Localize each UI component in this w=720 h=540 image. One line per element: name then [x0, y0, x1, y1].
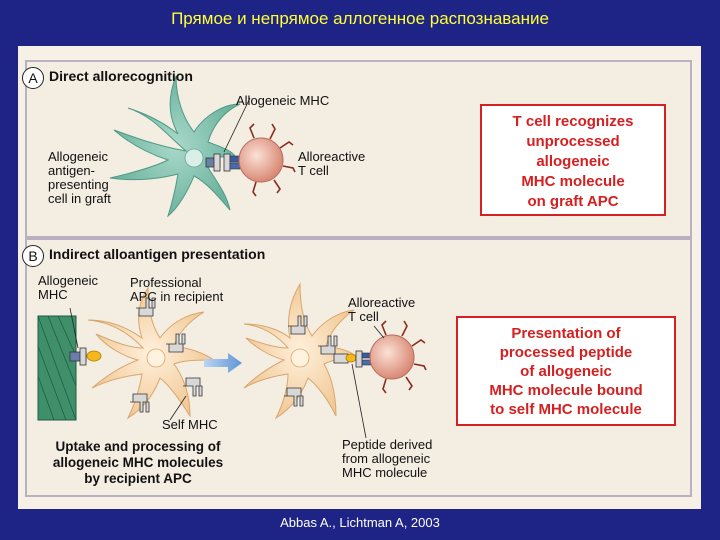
figure: A Direct allorecognition B Indirect allo…	[18, 46, 701, 509]
label-peptide: Peptide derived from allogeneic MHC mole…	[342, 437, 433, 480]
label-allogeneic-mhc-b: Allogeneic MHC	[38, 273, 98, 302]
recipient-apc-2-nucleus	[290, 348, 310, 368]
label-t-cell-a: Alloreactive T cell	[298, 149, 366, 178]
t-cell-b	[369, 334, 415, 380]
graft-apc-cell	[109, 75, 241, 218]
panel-b-heading: Indirect alloantigen presentation	[49, 246, 266, 262]
label-professional-apc: Professional APC in recipient	[130, 275, 224, 304]
label-allogeneic-mhc-a: Allogeneic MHC	[236, 93, 330, 108]
self-mhc-icons	[130, 297, 203, 413]
allogeneic-mhc-a-icon	[205, 153, 221, 172]
graft-apc-nucleus	[184, 148, 204, 168]
panel-a-letter: A	[22, 67, 44, 89]
citation: Abbas A., Lichtman A, 2003	[280, 515, 440, 530]
diagram-artwork	[37, 75, 427, 439]
t-cell-b-receptors	[381, 320, 427, 394]
panel-a-heading: Direct allorecognition	[49, 68, 193, 84]
self-mhc-apc2-icons	[284, 315, 338, 407]
uptake-caption: Uptake and processing of allogeneic MHC …	[52, 439, 224, 486]
tcr-a-icon	[223, 153, 241, 172]
label-t-cell-b: Alloreactive T cell	[348, 295, 416, 324]
process-arrow-icon	[204, 353, 242, 373]
panel-b-letter: B	[22, 245, 44, 267]
callout-a: T cell recognizes unprocessed allogeneic…	[480, 104, 666, 216]
t-cell-a	[238, 137, 284, 183]
allogeneic-mhc-b-icon	[69, 347, 102, 366]
callout-b: Presentation of processed peptide of all…	[456, 316, 676, 426]
label-graft-apc: Allogeneic antigen- presenting cell in g…	[48, 149, 111, 206]
t-cell-a-receptors	[249, 123, 296, 197]
label-self-mhc: Self MHC	[162, 417, 218, 432]
recipient-apc-1-nucleus	[146, 348, 166, 368]
slide-title: Прямое и непрямое аллогенное распознаван…	[171, 9, 549, 28]
graft-tissue	[37, 315, 77, 421]
